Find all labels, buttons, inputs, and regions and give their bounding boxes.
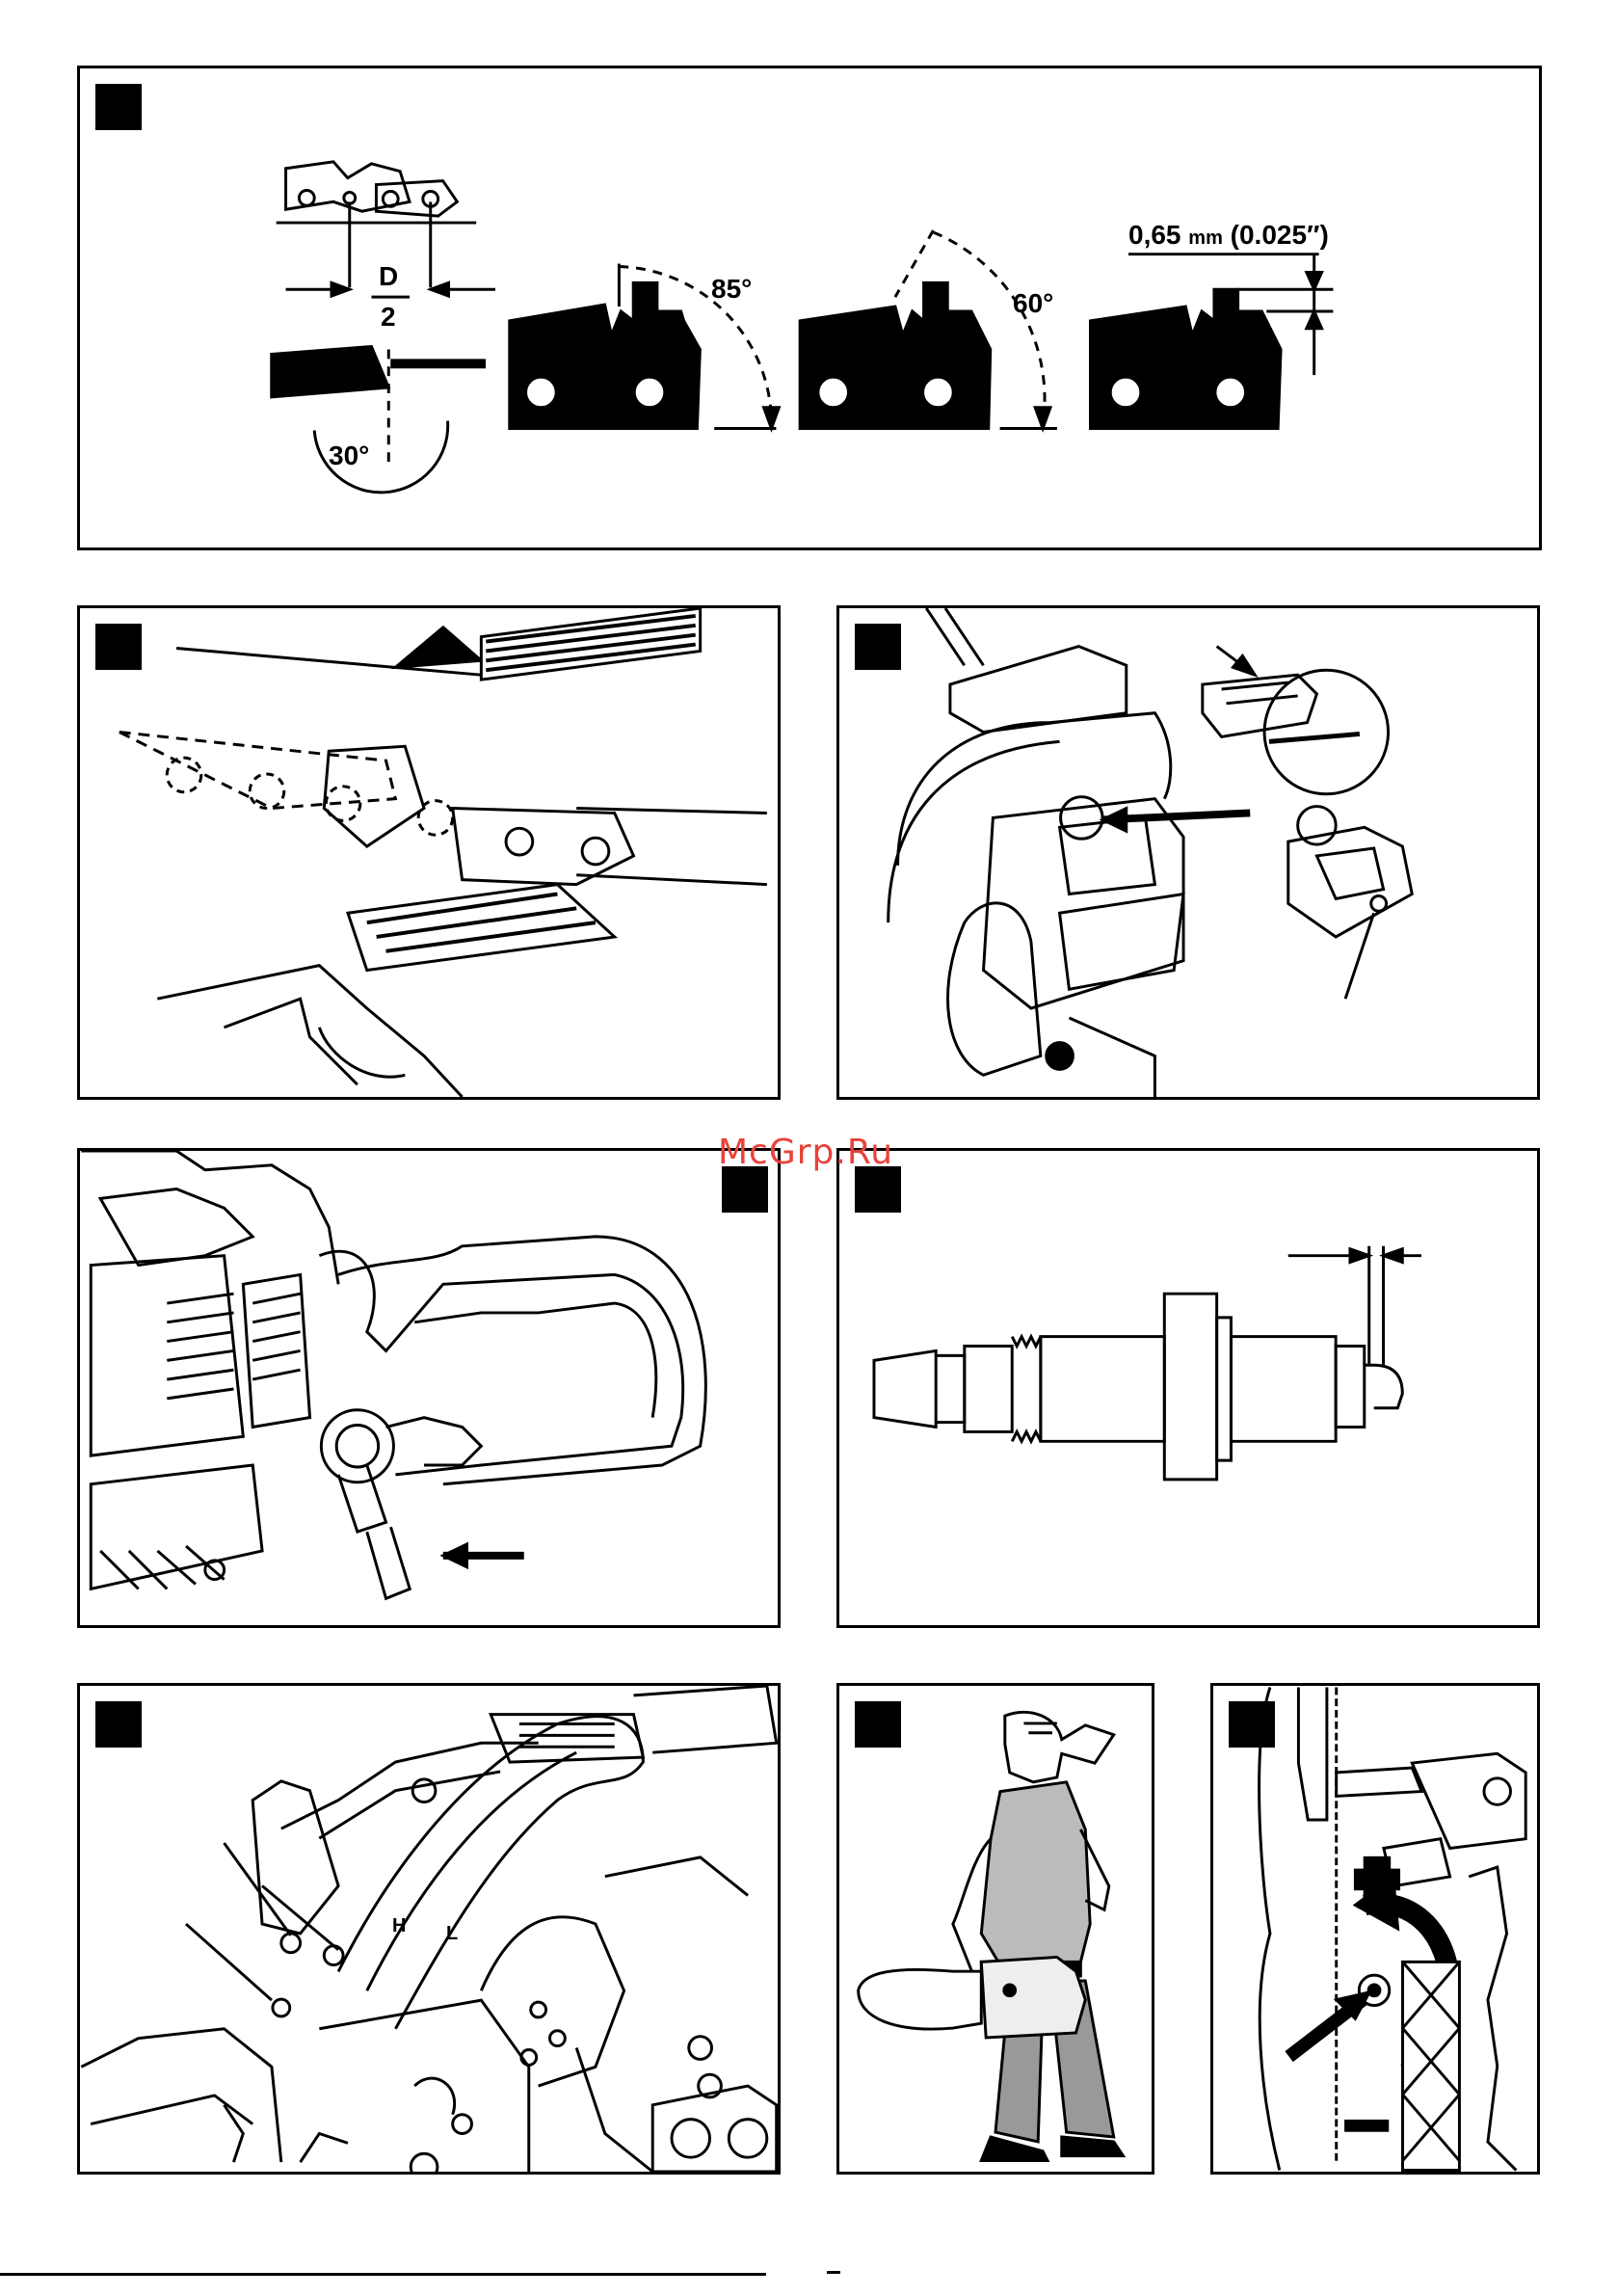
depth-gauge-inch-unit: ″) (1307, 220, 1329, 250)
chain-sharpening-drawing (80, 68, 1539, 547)
bottom-tick (827, 2271, 840, 2274)
filing-drawing (80, 608, 778, 1097)
carburetor-drawing (80, 1686, 778, 2172)
depth-gauge-mm-unit: mm (1188, 227, 1223, 249)
fraction-numerator: D (379, 261, 398, 292)
oil-pump-icon (1213, 1686, 1537, 2172)
panel-spark-plug (836, 1148, 1540, 1628)
carburetor-h-label: H (392, 1915, 406, 1937)
angle-top-plate-label: 60° (1013, 288, 1053, 319)
panel-handle-oil (77, 1148, 781, 1628)
panel-filing (77, 605, 781, 1100)
depth-gauge-mm-value: 0,65 (1128, 220, 1181, 250)
panel-chain-sharpening: D 2 30° 85° 60° 0,65 mm (0.025″) (77, 66, 1542, 550)
panel-operator (836, 1683, 1154, 2175)
bottom-rule (0, 2273, 766, 2276)
depth-gauge-mm-label: 0,65 mm (0.025″) (1128, 220, 1329, 251)
angle-file-label: 30° (329, 441, 369, 471)
panel-air-filter (836, 605, 1540, 1100)
chain-segment-icon (277, 162, 476, 287)
panel-oil-pump (1210, 1683, 1540, 2175)
handle-oil-drawing (80, 1151, 778, 1625)
carburetor-l-label: L (446, 1923, 458, 1945)
depth-gauge-drawing (1090, 254, 1333, 429)
air-filter-drawing (839, 608, 1537, 1097)
depth-gauge-inch-value: (0.025 (1231, 220, 1307, 250)
spark-plug-icon (839, 1151, 1537, 1625)
fraction-denominator: 2 (381, 302, 396, 333)
cutter-top-plate (800, 230, 1057, 429)
file-icon (272, 347, 486, 493)
angle-side-plate-label: 85° (711, 274, 752, 305)
watermark: McGrp.Ru (718, 1133, 893, 1172)
panel-carburetor: H L (77, 1683, 781, 2175)
operator-icon (839, 1686, 1152, 2172)
